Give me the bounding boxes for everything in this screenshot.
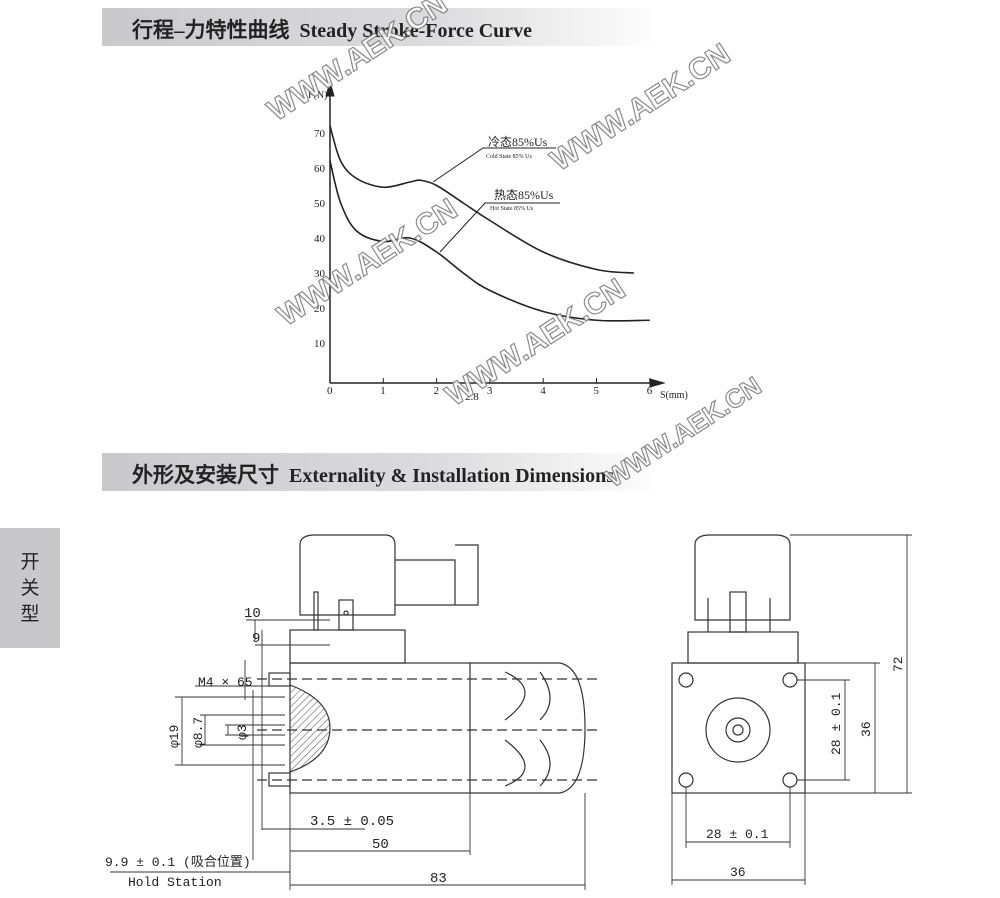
front-bore-outer bbox=[705, 697, 771, 763]
cold-legend-en: Cold State 85% Us bbox=[486, 154, 532, 160]
category-side-tab: 开 关 型 bbox=[0, 528, 60, 648]
cold-legend-leader bbox=[432, 147, 556, 183]
side-tab-char: 型 bbox=[20, 604, 40, 625]
dim-36-horizontal: 36 bbox=[730, 865, 746, 880]
x-tick-label: 1 bbox=[380, 385, 386, 397]
dim-50: 50 bbox=[372, 837, 389, 853]
front-terminal bbox=[729, 591, 747, 633]
side-tab-char: 关 bbox=[20, 578, 40, 599]
centerlines bbox=[257, 678, 600, 781]
hot-state-curve bbox=[329, 160, 650, 322]
dim-28-horizontal: 28 ± 0.1 bbox=[706, 827, 769, 842]
x-extra-label: 2.8 bbox=[465, 391, 479, 403]
dim-3-5: 3.5 ± 0.05 bbox=[310, 814, 394, 830]
stroke-force-chart: 0 1 2 3 4 5 6 10 20 30 40 50 60 70 F(N) S(mm) 2.8 冷态8… bbox=[308, 80, 688, 403]
hot-legend-cn: 热态85%Us bbox=[494, 188, 554, 202]
x-tick-label: 0 bbox=[327, 385, 333, 397]
dim-phi8-7: φ8.7 bbox=[191, 717, 206, 748]
y-tick-label: 40 bbox=[314, 233, 326, 245]
x-axis-label: S(mm) bbox=[660, 390, 688, 401]
body-cap bbox=[470, 662, 586, 794]
y-tick-label: 20 bbox=[314, 303, 326, 315]
dimension-lines bbox=[110, 619, 586, 890]
section-header-stroke-force: 行程–力特性曲线 Steady Stroke-Force Curve bbox=[102, 8, 662, 46]
x-tick-label: 5 bbox=[594, 385, 600, 397]
connector-nut bbox=[395, 544, 479, 606]
front-coil-top bbox=[687, 631, 799, 664]
cap-flutes bbox=[504, 671, 551, 787]
dim-m4: M4 × 65 bbox=[198, 675, 253, 690]
dim-hold-en: Hold Station bbox=[128, 875, 222, 890]
side-tab-char: 开 bbox=[20, 552, 40, 573]
dim-36-vertical: 36 bbox=[859, 721, 874, 737]
front-pins bbox=[707, 598, 771, 632]
dim-28-vertical: 28 ± 0.1 bbox=[829, 692, 844, 755]
dim-phi19: φ19 bbox=[167, 725, 182, 748]
y-axis-label: F(N) bbox=[308, 90, 327, 101]
dim-phi3: φ3 bbox=[235, 724, 250, 740]
dim-9: 9 bbox=[252, 631, 260, 647]
front-dimension-lines bbox=[671, 534, 912, 885]
mount-hole bbox=[678, 672, 694, 688]
hot-legend-leader bbox=[439, 202, 560, 253]
terminal-pin bbox=[313, 591, 319, 631]
section-title-cn: 外形及安装尺寸 bbox=[132, 463, 279, 487]
mount-hole bbox=[782, 772, 798, 788]
terminal-hole bbox=[343, 610, 349, 616]
x-tick-label: 2 bbox=[434, 385, 440, 397]
dim-10: 10 bbox=[244, 606, 261, 622]
front-bore-mid bbox=[725, 717, 751, 743]
section-title-en: Steady Stroke-Force Curve bbox=[299, 20, 533, 42]
dim-72: 72 bbox=[891, 656, 906, 672]
plunger-dome bbox=[289, 684, 331, 773]
x-tick-label: 3 bbox=[487, 385, 493, 397]
x-tick-label: 4 bbox=[540, 385, 546, 397]
section-header-dimensions: 外形及安装尺寸 Externality & Installation Dimens… bbox=[102, 453, 662, 491]
dim-hold: 9.9 ± 0.1 (吸合位置) bbox=[105, 855, 251, 870]
section-title-cn: 行程–力特性曲线 bbox=[132, 18, 290, 42]
hot-legend-en: Hot State 85% Us bbox=[490, 206, 534, 212]
y-tick-label: 10 bbox=[314, 338, 326, 350]
cold-legend-cn: 冷态85%Us bbox=[488, 135, 548, 149]
y-tick-label: 30 bbox=[314, 268, 326, 280]
y-tick-label: 70 bbox=[314, 128, 326, 140]
x-tick-label: 6 bbox=[647, 385, 653, 397]
connector-housing bbox=[299, 534, 396, 616]
front-connector bbox=[694, 534, 791, 621]
y-tick-label: 50 bbox=[314, 198, 326, 210]
section-title-en: Externality & Installation Dimensions bbox=[289, 465, 615, 487]
front-bore-inner bbox=[732, 724, 744, 736]
dim-83: 83 bbox=[430, 871, 447, 887]
mount-hole bbox=[678, 772, 694, 788]
y-axis-arrow bbox=[325, 80, 335, 97]
mount-hole bbox=[782, 672, 798, 688]
front-body bbox=[671, 662, 806, 794]
y-tick-label: 60 bbox=[314, 163, 326, 175]
coil-top bbox=[289, 629, 406, 664]
cold-state-curve bbox=[329, 125, 634, 274]
